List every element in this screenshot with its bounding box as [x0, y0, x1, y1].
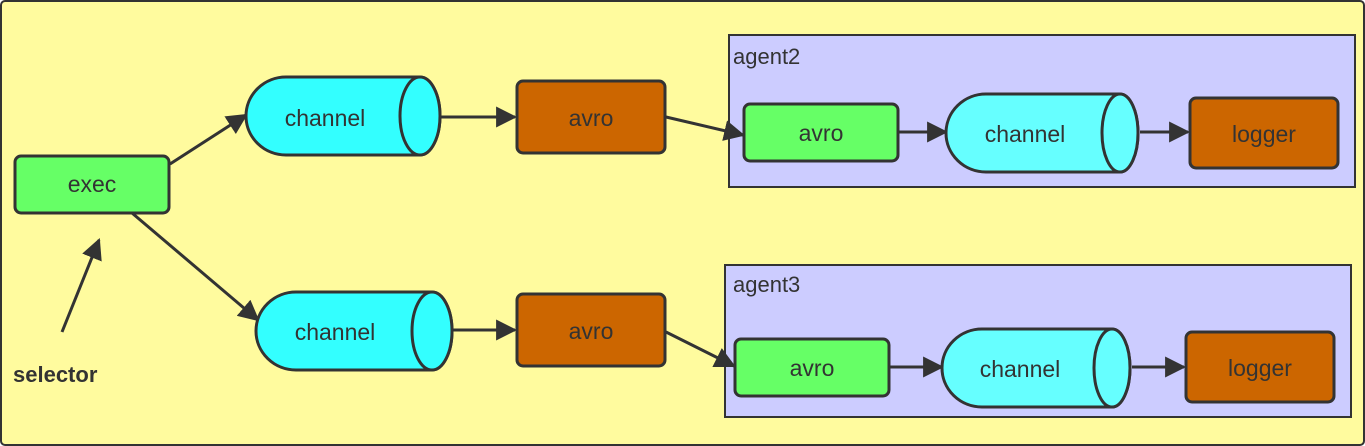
agent2-sink-label: logger: [1232, 121, 1296, 147]
channel-top-label: channel: [285, 105, 366, 131]
avro-sink-bottom-label: avro: [569, 318, 614, 344]
agent3-sink-label: logger: [1228, 355, 1292, 381]
edge-avro-bottom-to-agent3: [665, 330, 736, 368]
edge-avro-top-to-agent2: [665, 115, 746, 141]
agent2-sink-node: logger: [1188, 96, 1340, 170]
edges: [60, 106, 1191, 378]
agent3-title: agent3: [733, 272, 800, 297]
agent3-channel-node: channel: [940, 327, 1132, 409]
channel-top-node: channel: [244, 75, 442, 157]
exec-node: exec: [13, 154, 171, 215]
channel-bottom-node: channel: [254, 290, 454, 372]
agent2-source-node: avro: [742, 102, 900, 163]
agent3-source-node: avro: [733, 337, 891, 398]
avro-sink-top-label: avro: [569, 105, 614, 131]
edge-exec-to-channel-bottom: [131, 211, 260, 322]
channel-bottom-label: channel: [295, 319, 376, 345]
agent3-source-label: avro: [790, 355, 835, 381]
agent3-channel-label: channel: [980, 356, 1061, 382]
agent2-channel-node: channel: [944, 92, 1140, 174]
exec-label: exec: [68, 171, 117, 197]
edge-selector-pointer: [60, 238, 102, 333]
selector-label: selector: [13, 362, 98, 387]
agent2-title: agent2: [733, 44, 800, 69]
avro-sink-bottom-node: avro: [515, 292, 667, 368]
agent2-source-label: avro: [799, 120, 844, 146]
agent3-sink-node: logger: [1184, 330, 1336, 404]
avro-sink-top-node: avro: [515, 79, 667, 155]
agent2-channel-label: channel: [985, 121, 1066, 147]
edge-exec-to-channel-top: [169, 113, 248, 166]
